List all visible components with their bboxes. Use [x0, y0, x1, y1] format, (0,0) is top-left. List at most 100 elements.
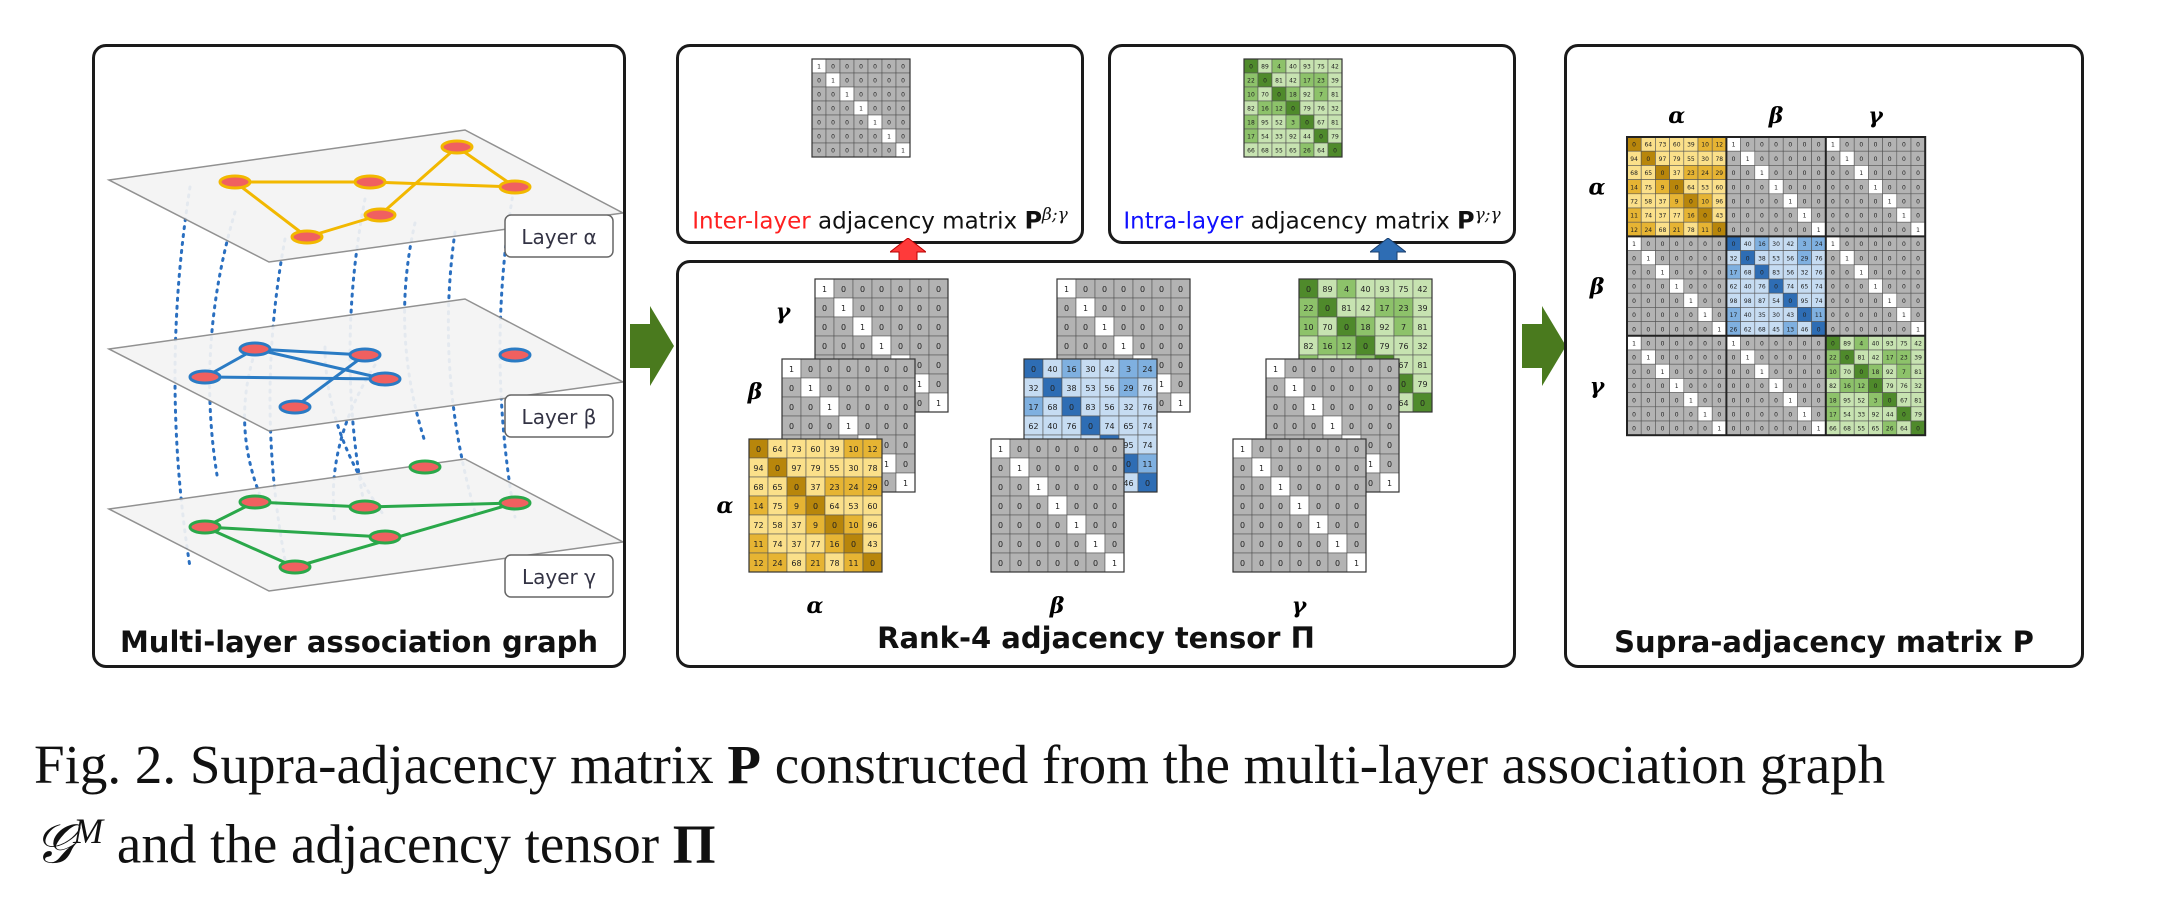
matrix-cell-value: 0: [1859, 156, 1863, 163]
matrix-cell-value: 65: [1644, 170, 1652, 177]
matrix-cell-value: 0: [884, 384, 889, 393]
matrix-cell-value: 0: [1316, 483, 1321, 492]
matrix-cell-value: 0: [1774, 198, 1778, 205]
matrix-cell-value: 0: [1036, 521, 1041, 530]
matrix-cell-value: 24: [848, 483, 858, 492]
matrix-cell-value: 0: [1717, 369, 1721, 376]
matrix-cell-value: 0: [1859, 227, 1863, 234]
matrix-border: [990, 438, 1125, 573]
intra-layer-label: Intra-layer: [1123, 208, 1244, 235]
matrix-cell-value: 78: [1715, 156, 1723, 163]
matrix-cell-value: 0: [1126, 460, 1131, 469]
layer-plane: [106, 458, 623, 592]
matrix-cell-value: 0: [1178, 361, 1183, 370]
matrix-cell-value: 0: [1050, 384, 1055, 393]
matrix-cell-value: 78: [1687, 227, 1695, 234]
layer-label: Layer γ: [522, 565, 596, 589]
matrix-cell-value: 1: [901, 148, 905, 155]
matrix-cell-value: 0: [1306, 285, 1311, 294]
matrix-cell-value: 0: [1661, 383, 1665, 390]
matrix-cell-value: 0: [1055, 445, 1060, 454]
matrix-cell-value: 0: [1703, 326, 1707, 333]
matrix-cell-value: 1: [1788, 397, 1792, 404]
matrix-cell-value: 0: [1717, 397, 1721, 404]
matrix-cell-value: 0: [1074, 502, 1079, 511]
matrix-cell-value: 0: [1831, 284, 1835, 291]
matrix-cell-value: 0: [1788, 369, 1792, 376]
graph-node: [368, 529, 402, 545]
matrix-cell-value: 0: [1297, 559, 1302, 568]
matrix-cell-value: 0: [1831, 156, 1835, 163]
matrix-cell-value: 1: [903, 479, 908, 488]
matrix-cell-value: 29: [867, 483, 877, 492]
matrix-cell-value: 76: [1758, 284, 1766, 291]
matrix-cell-value: 0: [1036, 464, 1041, 473]
matrix-cell-value: 0: [1803, 426, 1807, 433]
matrix-cell-value: 0: [1093, 559, 1098, 568]
matrix-cell-value: 0: [1760, 340, 1764, 347]
matrix-cell-value: 17: [1028, 403, 1038, 412]
matrix-cell-value: 0: [1689, 241, 1693, 248]
matrix-cell-value: 54: [1772, 298, 1780, 305]
matrix-cell-value: 0: [1102, 304, 1107, 313]
graph-node: [348, 499, 382, 515]
matrix-cell-value: 0: [851, 540, 856, 549]
matrix-cell-value: 0: [1646, 269, 1650, 276]
matrix-cell-value: 0: [841, 285, 846, 294]
matrix-cell-value: 95: [1801, 298, 1809, 305]
matrix-cell-value: 1: [859, 106, 863, 113]
matrix-cell-value: 0: [845, 148, 849, 155]
matrix-cell-value: 0: [1017, 521, 1022, 530]
matrix-cell-value: 0: [1069, 403, 1074, 412]
matrix-cell-value: 73: [791, 445, 801, 454]
matrix-cell-value: 0: [1817, 326, 1821, 333]
matrix-cell-value: 1: [1717, 326, 1721, 333]
matrix-cell-value: 0: [1888, 241, 1892, 248]
matrix-cell-value: 29: [1715, 170, 1723, 177]
matrix-cell-value: 0: [1703, 355, 1707, 362]
matrix-cell-value: 0: [1859, 312, 1863, 319]
matrix-cell-value: 0: [1055, 540, 1060, 549]
matrix-cell-value: 0: [1121, 323, 1126, 332]
matrix-cell-value: 16: [1687, 213, 1695, 220]
matrix-cell-value: 0: [865, 422, 870, 431]
matrix-cell-value: 0: [1831, 184, 1835, 191]
matrix-cell-value: 0: [1803, 312, 1807, 319]
matrix-cell-value: 64: [1398, 399, 1408, 408]
tensor-column-label: β: [1049, 593, 1065, 619]
matrix-cell-value: 1: [1259, 464, 1264, 473]
graph-edge: [204, 525, 386, 539]
figure-caption: Fig. 2. Supra-adjacency matrix P constru…: [34, 732, 2154, 877]
matrix-cell-value: 32: [1417, 342, 1427, 351]
layer-label-frame: [504, 214, 614, 258]
matrix-cell-value: 0: [917, 323, 922, 332]
matrix-cell-value: 18: [1360, 323, 1370, 332]
matrix-cell-value: 0: [1817, 355, 1821, 362]
matrix-cell-value: 0: [998, 464, 1003, 473]
matrix-cell-value: 68: [1758, 326, 1766, 333]
matrix-cell-value: 0: [1902, 156, 1906, 163]
matrix-cell-value: 81: [1857, 355, 1865, 362]
matrix-cell-value: 0: [1774, 397, 1778, 404]
matrix-cell-value: 0: [1859, 255, 1863, 262]
matrix-cell-value: 0: [1902, 184, 1906, 191]
matrix-cell-value: 0: [1817, 170, 1821, 177]
matrix-cell-value: 0: [998, 559, 1003, 568]
matrix-cell-value: 7: [1319, 92, 1323, 99]
matrix-cell-value: 38: [1066, 384, 1076, 393]
matrix-cell-value: 1: [1703, 312, 1707, 319]
matrix-cell-value: 1: [1159, 380, 1164, 389]
matrix-cell-value: 0: [845, 64, 849, 71]
matrix-cell-value: 12: [1715, 142, 1723, 149]
matrix-cell-value: 1: [1760, 170, 1764, 177]
matrix-cell-value: 0: [1259, 559, 1264, 568]
matrix-cell-value: 3: [1291, 120, 1295, 127]
matrix-cell-value: 0: [1675, 269, 1679, 276]
matrix-cell-value: 1: [1292, 384, 1297, 393]
matrix-cell-value: 76: [1142, 403, 1152, 412]
intra-layer-caption: Intra-layer adjacency matrix Pγ;γ: [1111, 205, 1513, 235]
matrix-cell-value: 74: [1644, 213, 1652, 220]
matrix-cell-value: 0: [879, 304, 884, 313]
matrix-cell-value: 1: [846, 422, 851, 431]
matrix-cell-value: 0: [1159, 342, 1164, 351]
